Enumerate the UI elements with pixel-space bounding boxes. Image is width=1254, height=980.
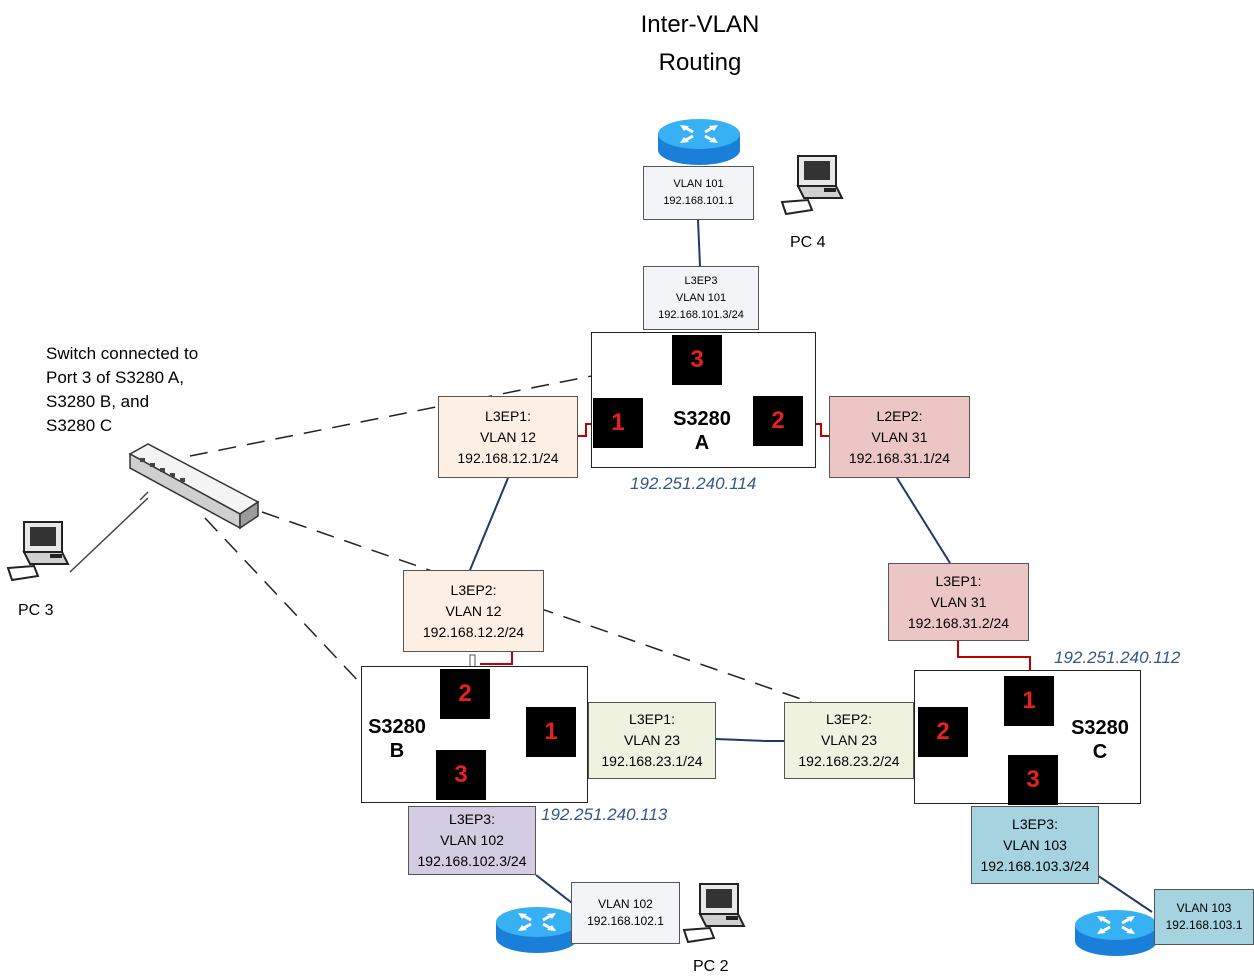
router-b-label: VLAN 102 192.168.102.1 [571, 882, 680, 944]
hub-switch-icon [128, 443, 260, 530]
port-link-a2 [814, 423, 829, 437]
link-b-l3ep3-to-router [535, 874, 573, 904]
switch-a-port-2[interactable]: 2 [753, 396, 803, 446]
diagram-title: Inter-VLAN Routing [640, 11, 760, 76]
endpoint-a-port1: L3EP1: VLAN 12 192.168.12.1/24 [438, 396, 578, 478]
switch-b-port-1[interactable]: 1 [526, 707, 576, 757]
pc3-label: PC 3 [18, 602, 54, 619]
router-icon [658, 119, 740, 165]
endpoint-b-port3: L3EP3: VLAN 102 192.168.102.3/24 [408, 806, 536, 875]
pc4-label: PC 4 [790, 234, 826, 251]
router-icon [496, 907, 578, 953]
endpoint-a-port2: L2EP2: VLAN 31 192.168.31.1/24 [829, 396, 970, 478]
switch-c-ip: 192.251.240.112 [1054, 648, 1181, 667]
switch-a-name: S3280 A [673, 408, 731, 454]
router-c-label: VLAN 103 192.168.103.1 [1154, 889, 1254, 945]
switch-b-port-3[interactable]: 3 [436, 750, 486, 800]
pc3-to-hub-segment [139, 491, 149, 501]
router-top-label: VLAN 101 192.168.101.1 [643, 166, 754, 220]
switch-a-port-1[interactable]: 1 [593, 398, 643, 448]
router-icon [1075, 910, 1157, 956]
endpoint-b-port1: L3EP1: VLAN 23 192.168.23.1/24 [588, 702, 716, 779]
endpoint-c-port1: L3EP1: VLAN 31 192.168.31.2/24 [888, 563, 1029, 641]
link-b-l3ep1-to-c-l3ep2 [715, 738, 784, 742]
port-link-c1 [957, 641, 1031, 673]
endpoint-a-port3: L3EP3 VLAN 101 192.168.101.3/24 [643, 266, 759, 330]
pc-icon [682, 883, 746, 944]
link-router-top-to-l3ep3 [697, 219, 701, 267]
pc2-label: PC 2 [693, 958, 729, 975]
switch-b-name: S3280 B [368, 716, 426, 762]
link-a-l3ep1-to-b-l3ep2 [469, 477, 509, 571]
endpoint-c-port3: L3EP3: VLAN 103 192.168.103.3/24 [971, 806, 1099, 884]
switch-c-name: S3280 C [1071, 717, 1129, 763]
switch-a-port-3[interactable]: 3 [672, 335, 722, 385]
port-link-b2 [480, 652, 513, 665]
switch-b-ip: 192.251.240.113 [541, 805, 668, 824]
switch-c-port-3[interactable]: 3 [1008, 755, 1058, 805]
pc-icon [780, 155, 844, 216]
port-link-a1 [578, 423, 593, 437]
switch-b-port-2[interactable]: 2 [440, 669, 490, 719]
switch-c-port-2[interactable]: 2 [918, 707, 968, 757]
switch-c-port-1[interactable]: 1 [1004, 676, 1054, 726]
link-c-l3ep3-to-router [1096, 874, 1153, 913]
endpoint-c-port2: L3EP2: VLAN 23 192.168.23.2/24 [784, 702, 914, 779]
switch-a-ip: 192.251.240.114 [630, 474, 757, 493]
pc-icon [6, 521, 70, 582]
hub-note: Switch connected to Port 3 of S3280 A, S… [46, 344, 199, 435]
endpoint-b-port2: L3EP2: VLAN 12 192.168.12.2/24 [403, 570, 544, 652]
pc3-cable [69, 497, 149, 573]
link-a-l2ep2-to-c-l3ep1 [896, 477, 951, 564]
